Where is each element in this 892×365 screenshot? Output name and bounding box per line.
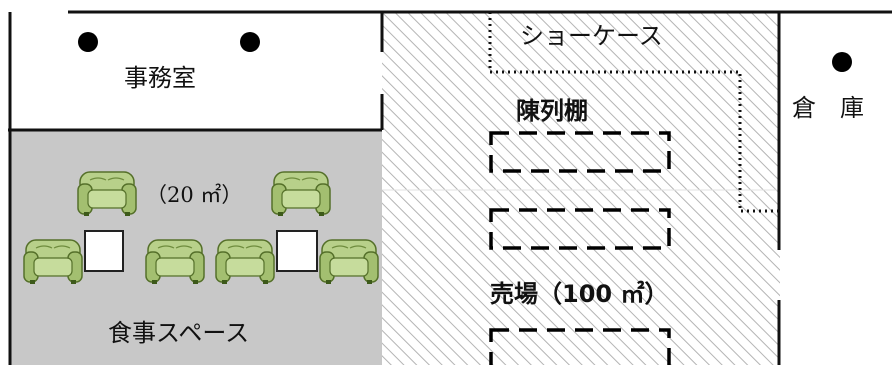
dining-area-label: （20 ㎡） xyxy=(146,183,242,207)
table-icon xyxy=(84,230,124,272)
storage-label: 倉 庫 xyxy=(792,94,864,122)
display-shelf-label: 陳列棚 xyxy=(516,97,588,125)
light-icon xyxy=(240,32,260,52)
showcase-outline xyxy=(488,12,779,213)
walls xyxy=(8,10,892,365)
table-icon xyxy=(276,230,318,272)
light-icon xyxy=(832,52,852,72)
sales-floor-area xyxy=(382,12,780,365)
dining-space-label: 食事スペース xyxy=(108,319,249,347)
office-label: 事務室 xyxy=(124,64,196,92)
light-icon xyxy=(78,32,98,52)
sales-floor-label: 売場（100 ㎡） xyxy=(490,280,668,308)
showcase-label: ショーケース xyxy=(520,22,663,50)
